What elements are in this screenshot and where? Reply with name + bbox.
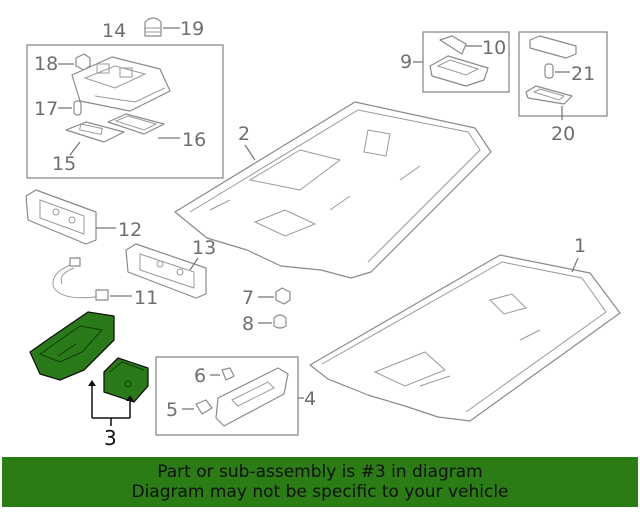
callout-3: 3 <box>104 426 117 450</box>
clip-18 <box>75 53 91 71</box>
callout-10: 10 <box>482 37 506 59</box>
callout-21: 21 <box>571 63 595 85</box>
lamp-20 <box>525 85 573 105</box>
callout-17: 17 <box>34 98 58 120</box>
console-3a <box>29 311 115 381</box>
callout-8: 8 <box>242 313 254 335</box>
bulb-19 <box>144 17 162 37</box>
bulb-17 <box>73 100 82 116</box>
box-20-frame <box>518 31 608 117</box>
callout-3-leader <box>88 380 134 426</box>
callout-19: 19 <box>180 18 204 40</box>
bracket-12 <box>25 189 97 245</box>
callout-14: 14 <box>102 20 126 42</box>
clip-6 <box>221 367 235 381</box>
clip-7 <box>275 287 291 305</box>
callout-12: 12 <box>118 219 142 241</box>
box-9-group: 9 10 <box>400 31 510 93</box>
bulb-10 <box>439 35 467 55</box>
callout-4: 4 <box>304 388 316 410</box>
callout-7: 7 <box>242 287 254 309</box>
callout-18: 18 <box>34 53 58 75</box>
box-4-frame <box>155 356 299 436</box>
callout-13: 13 <box>192 237 216 259</box>
banner-line-2: Diagram may not be specific to your vehi… <box>131 482 509 502</box>
callout-5: 5 <box>166 399 178 421</box>
parts-diagram: 14 19 18 17 15 <box>25 17 621 450</box>
dome-lamp-housing <box>71 56 171 112</box>
map-lamp-9 <box>429 55 489 87</box>
bracket-13 <box>125 243 207 299</box>
box-14-group: 14 19 18 17 15 <box>26 17 224 179</box>
info-banner: Part or sub-assembly is #3 in diagram Di… <box>2 457 638 507</box>
headliner-1 <box>309 254 621 422</box>
callout-16: 16 <box>182 129 206 151</box>
box-4-group: 4 6 5 <box>155 356 316 436</box>
callout-1: 1 <box>574 235 586 257</box>
bulb-21 <box>544 63 554 79</box>
callout-9: 9 <box>400 51 412 73</box>
box-20-group: 21 20 <box>518 31 608 145</box>
lamp-cover-top <box>529 35 577 59</box>
callout-6: 6 <box>194 365 206 387</box>
headliner-2 <box>174 101 492 279</box>
box-14-frame <box>26 44 224 179</box>
harness-11 <box>52 257 109 301</box>
part-3-highlighted <box>29 311 149 403</box>
callout-15: 15 <box>52 153 76 175</box>
sun-visor <box>215 367 289 427</box>
banner-line-1: Part or sub-assembly is #3 in diagram <box>157 462 483 482</box>
callout-11: 11 <box>134 287 158 309</box>
callout-20: 20 <box>551 123 575 145</box>
hinge-5 <box>195 399 213 415</box>
callout-2: 2 <box>238 123 250 145</box>
clip-8 <box>273 314 287 329</box>
console-3b <box>103 357 149 403</box>
